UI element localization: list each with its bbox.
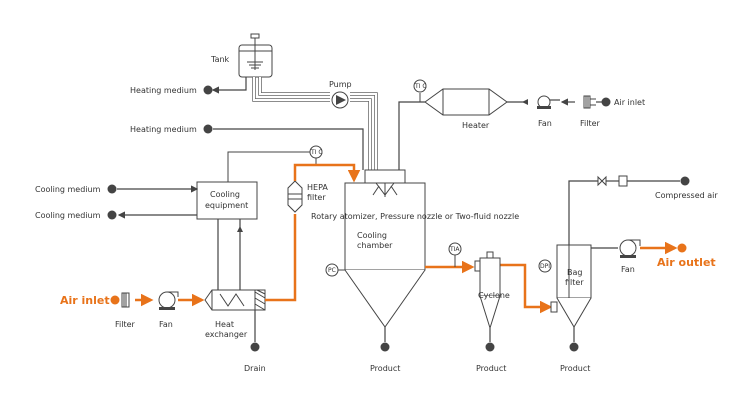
- heating-medium-mid-connector: [203, 124, 213, 134]
- drain-label: Drain: [244, 364, 266, 373]
- heater: [424, 88, 508, 116]
- product-1-connector: [380, 342, 390, 352]
- tank: [238, 33, 273, 78]
- cooling-chamber-label-2: chamber: [357, 241, 393, 250]
- pump: [331, 91, 349, 109]
- air-inlet-main-connector: [110, 295, 120, 305]
- heat-exchanger-label-2: exchanger: [205, 330, 248, 339]
- tia-label: TIA: [449, 246, 460, 253]
- pump-label: Pump: [329, 80, 352, 89]
- heating-medium-top-line: [211, 77, 247, 94]
- cyclone: [474, 251, 501, 342]
- heating-medium-top-label: Heating medium: [130, 86, 197, 95]
- dpi-instrument: [538, 259, 552, 273]
- bag-filter-label-1: Bag: [567, 268, 582, 277]
- cooling-equipment: [196, 181, 258, 220]
- cooling-medium-2-connector: [107, 210, 117, 220]
- product-2-connector: [485, 342, 495, 352]
- compressed-air-line-1: [568, 180, 605, 245]
- filter-top-label: Filter: [580, 119, 601, 128]
- heater-label: Heater: [462, 121, 490, 130]
- fan-right-label: Fan: [621, 265, 635, 274]
- product-1-label: Product: [370, 364, 400, 373]
- heat-exchanger-label-1: Heat: [215, 320, 234, 329]
- cooling-medium-2-label: Cooling medium: [35, 211, 101, 220]
- filter-bottom: [121, 292, 130, 308]
- tank-label: Tank: [210, 55, 230, 64]
- coolant-return-arrow: [237, 226, 243, 232]
- tic-control-line: [227, 151, 310, 182]
- hot-air-line: [398, 101, 425, 170]
- filter-top: [583, 95, 596, 109]
- cooling-equipment-label-2: equipment: [205, 201, 248, 210]
- fan-right: [619, 239, 641, 258]
- drain-connector: [250, 342, 260, 352]
- tic-top-label: TI C: [414, 83, 427, 90]
- hx-to-hepa-line: [265, 214, 297, 302]
- pc-label: PC: [328, 267, 336, 274]
- air-outlet-label: Air outlet: [657, 256, 716, 269]
- cooling-chamber-label-1: Cooling: [357, 231, 387, 240]
- fan-bottom: [158, 291, 179, 310]
- heating-medium-top-connector: [203, 85, 213, 95]
- fan-top-label: Fan: [538, 119, 552, 128]
- tic-mid-label: TI C: [310, 149, 323, 156]
- heating-medium-mid-line: [213, 128, 364, 170]
- hepa-label-1: HEPA: [307, 183, 328, 192]
- fan-to-heater-arrow: [522, 99, 528, 105]
- hepa-filter: [287, 180, 303, 213]
- fan-bottom-label: Fan: [159, 320, 173, 329]
- heating-medium-mid-label: Heating medium: [130, 125, 197, 134]
- bag-filter: [550, 244, 592, 342]
- tic-top-instrument: [413, 79, 427, 93]
- product-3-label: Product: [560, 364, 590, 373]
- air-inlet-main-label: Air inlet: [60, 294, 110, 307]
- cyclone-label: Cyclone: [478, 291, 510, 300]
- cooling-chamber: [344, 182, 426, 342]
- heat-exchanger: [204, 289, 266, 311]
- atomizer-label: Rotary atomizer, Pressure nozzle or Two-…: [311, 212, 519, 221]
- air-inlet-top-label: Air inlet: [614, 98, 645, 107]
- compressed-air-connector: [680, 176, 690, 186]
- hepa-label-2: filter: [307, 193, 326, 202]
- compressed-air-regulator: [618, 175, 628, 187]
- bag-filter-label-2: filter: [565, 278, 584, 287]
- filter-bottom-label: Filter: [115, 320, 136, 329]
- cooling-medium-1-connector: [107, 184, 117, 194]
- product-2-label: Product: [476, 364, 506, 373]
- atomizer: [364, 169, 406, 197]
- fan-top: [537, 95, 560, 109]
- compressed-air-valve: [597, 175, 607, 187]
- pc-instrument: [325, 263, 339, 277]
- feed-pipe: [252, 77, 378, 170]
- compressed-air-label: Compressed air: [655, 191, 718, 200]
- dpi-label: DPI: [540, 263, 550, 270]
- cooling-equipment-label-1: Cooling: [210, 190, 240, 199]
- cyclone-to-bagfilter-line: [500, 263, 553, 314]
- hepa-to-chamber-line: [293, 163, 361, 183]
- product-3-connector: [569, 342, 579, 352]
- air-outlet-connector: [677, 243, 687, 253]
- cooling-medium-1-label: Cooling medium: [35, 185, 101, 194]
- air-inlet-top-connector: [601, 97, 611, 107]
